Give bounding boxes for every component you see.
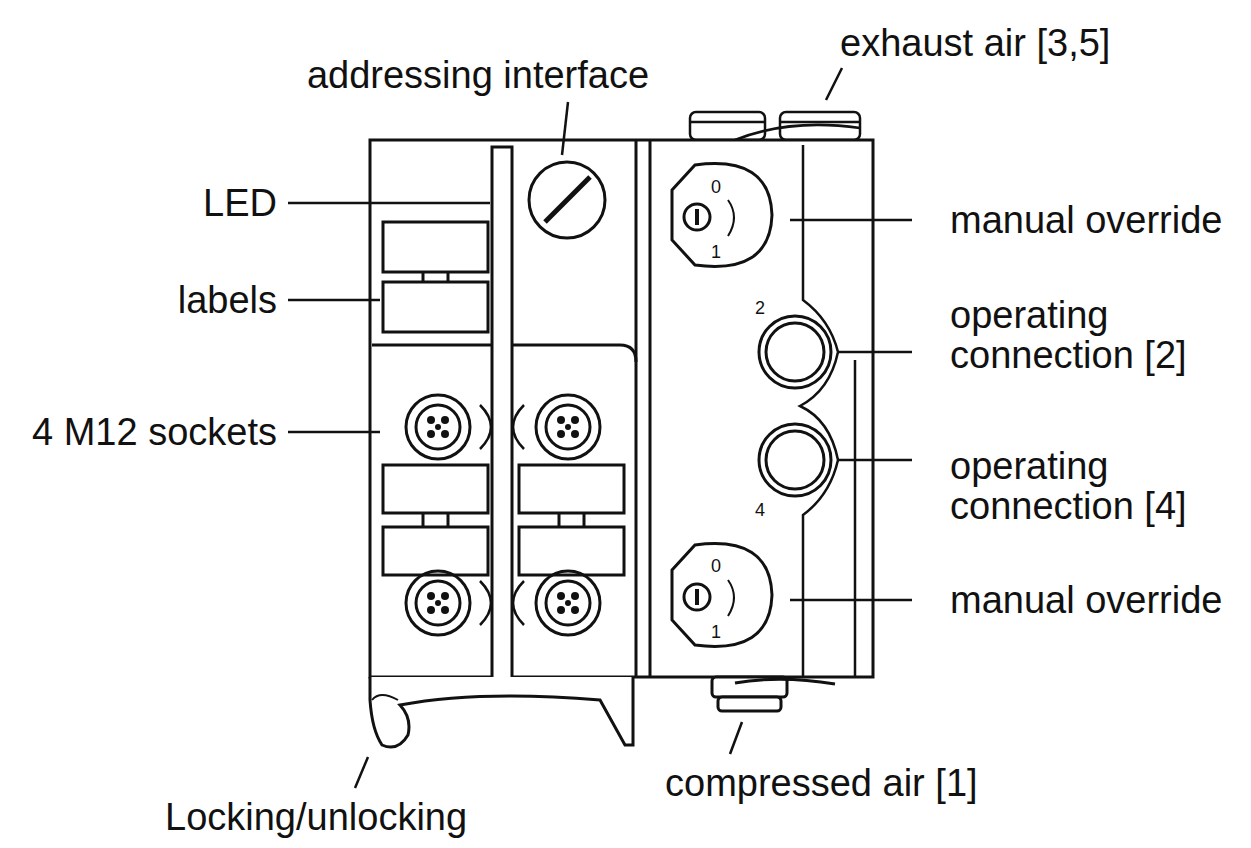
switch-position: 0 bbox=[711, 556, 721, 576]
callout-label: manual override bbox=[950, 580, 1222, 620]
callout-label: labels bbox=[178, 280, 277, 320]
callout-label: 4 M12 sockets bbox=[32, 412, 277, 452]
switch-position: 0 bbox=[711, 177, 721, 197]
callout-label: operating connection [4] bbox=[950, 446, 1240, 526]
callout-label: exhaust air [3,5] bbox=[840, 23, 1110, 63]
callout-label: manual override bbox=[950, 200, 1222, 240]
callout-label: operating connection [2] bbox=[950, 295, 1240, 375]
switch-position: 1 bbox=[711, 622, 721, 642]
callout-label: compressed air [1] bbox=[665, 763, 978, 803]
callout-label: Locking/unlocking bbox=[165, 797, 467, 837]
switch-position: 1 bbox=[711, 242, 721, 262]
callout-label: LED bbox=[203, 183, 277, 223]
callout-label: addressing interface bbox=[307, 55, 649, 95]
port-number: 4 bbox=[755, 500, 765, 520]
port-number: 2 bbox=[755, 298, 765, 318]
